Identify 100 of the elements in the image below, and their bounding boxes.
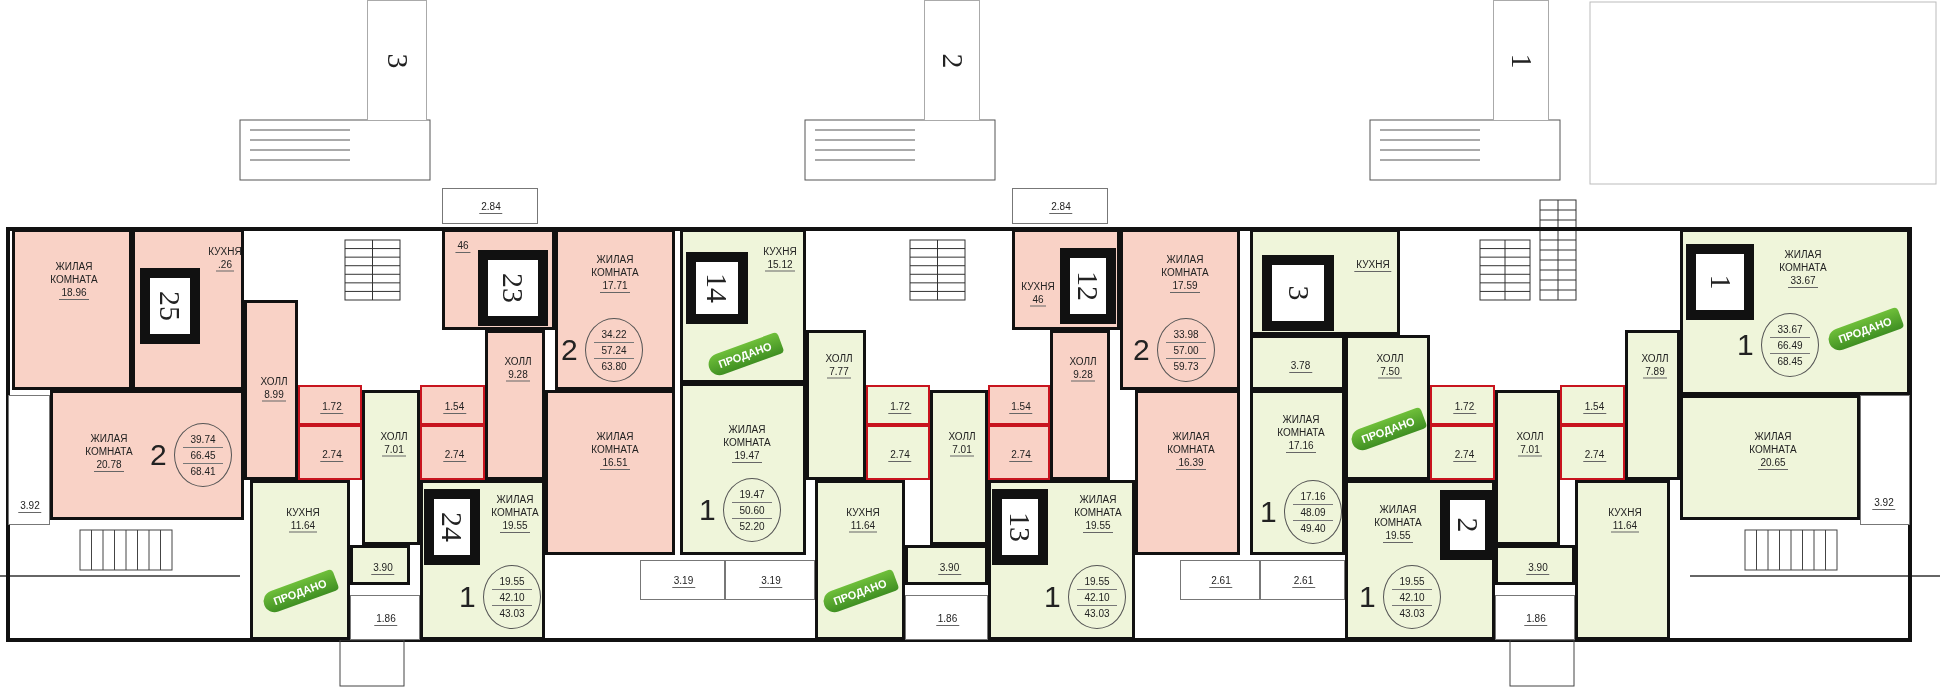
room [132,229,244,390]
room [1120,229,1240,390]
room-name: ЖИЛАЯ КОМНАТА [1373,503,1423,529]
room-area: 3.90 [371,561,395,575]
apartment-number: 14 [702,273,732,303]
apartment-number: 25 [155,291,185,321]
apartment-number-box [1686,244,1754,320]
room [1345,335,1430,480]
room [12,229,132,390]
room [298,385,362,425]
room-area: 19.47 [732,449,762,463]
room-area: 1.72 [888,400,912,414]
room-name: ЖИЛАЯ КОМНАТА [722,423,772,449]
area-value: 19.55 [1392,573,1432,590]
room-area: 3.19 [759,574,783,588]
area-value: 42.10 [492,589,532,606]
room-area: 19.55 [1383,529,1413,543]
area-value: 50.60 [732,502,772,519]
room-count: 1 [699,495,716,525]
area-value: 43.03 [1398,606,1426,621]
room [866,385,930,425]
room [905,545,988,585]
area-value: 63.80 [600,359,628,374]
room-area: 11.64 [1610,518,1640,533]
room [545,390,675,555]
room-area: 7.77 [827,364,851,379]
room-area: 19.55 [500,519,530,533]
room-name: ХОЛЛ [503,354,533,368]
balcony [905,595,988,640]
room-area: 1.72 [1452,400,1477,414]
room-name: ЖИЛАЯ КОМНАТА [590,430,640,456]
room-area: 8.99 [262,387,286,402]
room [298,425,362,480]
area-value: 43.03 [498,606,526,621]
balcony [1860,395,1910,525]
area-value: 66.45 [183,447,223,464]
room-count: 2 [150,440,167,470]
room-count: 1 [1044,582,1061,612]
balcony [8,395,50,525]
room [420,425,485,480]
room-area: 2.61 [1209,574,1233,588]
area-value: 59.73 [1172,359,1200,374]
room [1430,385,1495,425]
entrance-number: 2 [937,53,967,68]
room [420,385,485,425]
area-value: 42.10 [1077,589,1117,606]
room [50,390,244,520]
room-area: 1.54 [442,400,467,414]
room [988,425,1050,480]
room [930,390,988,545]
apartment-number-box [140,268,200,344]
room-area: 16.39 [1176,456,1206,470]
room [866,425,930,480]
room-name: КУХНЯ [207,244,243,258]
room-area: 1.86 [1524,611,1548,626]
entrance-number: 1 [1506,53,1536,68]
room-area: 15.12 [765,257,795,272]
room-area: 11.64 [288,518,318,533]
room-area: 3.92 [1872,496,1896,510]
room-area: 3.78 [1288,358,1313,373]
area-value: 34.22 [594,326,634,343]
room-name: ХОЛЛ [1640,351,1670,365]
room [806,330,866,480]
room-count: 1 [1359,582,1376,612]
room [1495,390,1560,545]
area-value: 68.45 [1776,354,1804,369]
room-name: ЖИЛАЯ КОМНАТА [1276,413,1326,439]
area-value: 43.03 [1083,606,1111,621]
room [1560,425,1625,480]
balcony [725,560,815,600]
balcony [350,595,420,640]
room [1430,425,1495,480]
area-value: 49.40 [1299,521,1327,536]
room [1575,480,1670,640]
room-area: 3.92 [18,499,42,513]
room-name: ЖИЛАЯ КОМНАТА [1160,253,1210,279]
room-area: 1.86 [935,611,960,626]
room-count: 1 [1737,330,1754,360]
room [1135,390,1240,555]
room-area: 2.84 [479,200,503,214]
apartment-number-box [992,489,1048,565]
room-area: 2.74 [1452,447,1477,462]
balcony [640,560,725,600]
room-area: 3.19 [671,574,696,588]
room-area: 1.54 [1009,400,1033,414]
room-area: 20.65 [1758,456,1788,470]
balcony [1260,560,1345,600]
apartment-number-box [1440,490,1495,560]
room-area: 7.01 [1518,442,1542,457]
room-count: 2 [561,335,578,365]
room-area: 3.90 [937,561,962,575]
room-name: ЖИЛАЯ КОМНАТА [49,260,99,286]
room [485,330,545,480]
area-value: 52.20 [738,519,766,534]
area-value: 19.55 [492,573,532,590]
room-name: ЖИЛАЯ КОМНАТА [1073,493,1123,519]
area-value: 17.16 [1293,488,1333,505]
room [1012,229,1120,330]
room [1680,229,1910,395]
room-area: 3.90 [1526,561,1550,575]
